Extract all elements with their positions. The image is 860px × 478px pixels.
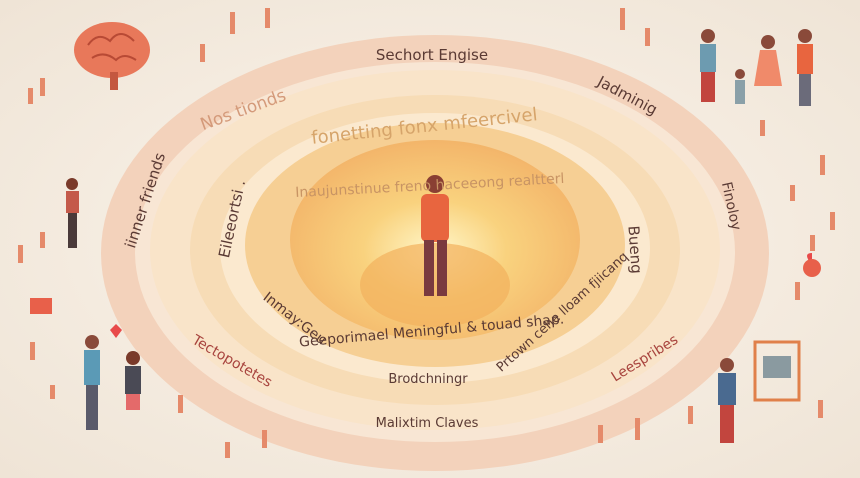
central-person-icon: [421, 175, 449, 296]
label-third-bottom: Brodchningr: [388, 372, 468, 387]
label-top: Sechort Engise: [376, 46, 488, 64]
label-outer-bottom: Malixtim Claves: [376, 416, 479, 431]
label-third-right: Bueng: [624, 225, 645, 274]
person-presenting-icon: [718, 340, 801, 443]
couple-icon: [84, 324, 141, 430]
brain-icon: [74, 22, 150, 90]
family-group-icon: [700, 29, 813, 106]
envelope-icon: [30, 298, 52, 314]
heart-badge-icon: [803, 259, 821, 277]
core-glow: [360, 243, 510, 327]
small-people-icons: [18, 8, 835, 458]
person-reading-icon: [66, 178, 79, 248]
